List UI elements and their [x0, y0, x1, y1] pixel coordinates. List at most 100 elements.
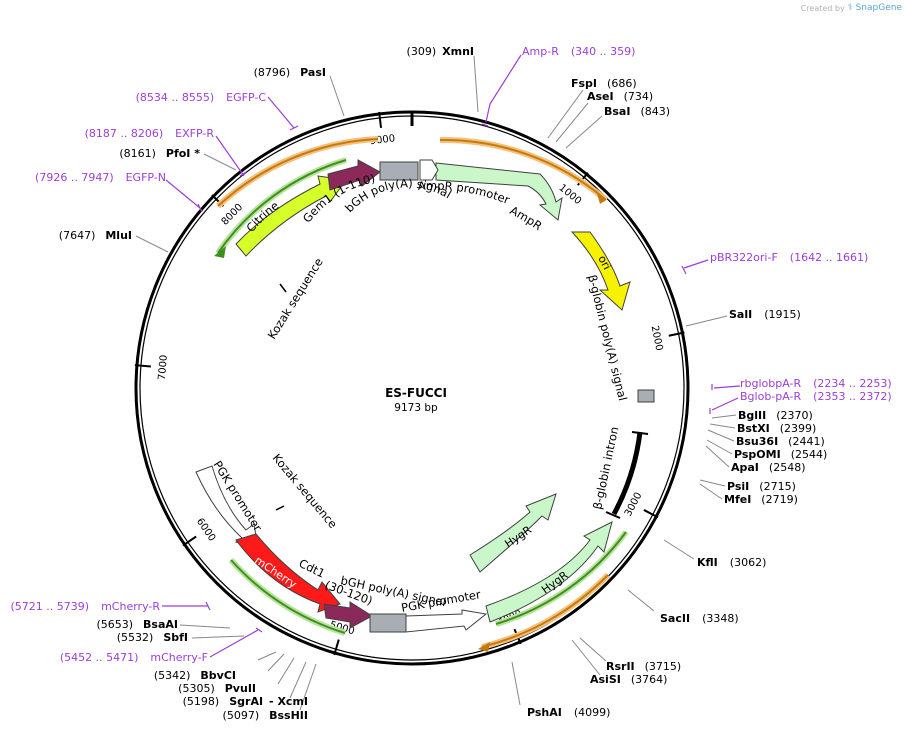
site-xmni[interactable]: (309)XmnI — [407, 45, 474, 58]
gem1-arrow[interactable] — [327, 159, 381, 191]
site-fspi[interactable]: FspI(686) — [571, 77, 637, 90]
citrine-band-line — [217, 138, 379, 207]
primer-mcherry-r[interactable]: (5721 .. 5739)mCherry-R — [11, 600, 161, 613]
tick-mark — [643, 509, 659, 519]
site-sacii[interactable]: SacII(3348) — [660, 612, 739, 625]
citrine-green-line — [217, 159, 347, 254]
pasi-leader — [329, 75, 345, 117]
tick-label: 2000 — [649, 325, 665, 352]
cdt1-label: Cdt1 — [297, 556, 328, 580]
pfoi-leader — [203, 153, 237, 171]
ampr-arrow[interactable] — [435, 162, 563, 221]
site-pfoi[interactable]: (8161)PfoI * — [119, 147, 200, 160]
tick-mark — [182, 535, 197, 547]
rbglobpa-r-leader — [711, 384, 741, 390]
hygr-green-line — [495, 531, 627, 625]
primer-egfp-n[interactable]: (7926 .. 7947)EGFP-N — [35, 171, 166, 184]
tick-label: 3000 — [623, 491, 645, 519]
bgh-polya-box-1[interactable] — [369, 613, 407, 633]
primer-rbglobpa-r[interactable]: rbglobpA-R(2234 .. 2253) — [740, 377, 892, 390]
primer-pbr322ori-f[interactable]: pBR322ori-F(1642 .. 1661) — [710, 251, 868, 264]
site-bsu36i[interactable]: Bsu36I(2441) — [736, 435, 825, 448]
primer-mcherry-f[interactable]: (5452 .. 5471)mCherry-F — [60, 651, 208, 664]
primers: Amp-R(340 .. 359) pBR322ori-F(1642 .. 16… — [11, 45, 892, 664]
snapgene-product-label: SnapGene — [855, 3, 902, 13]
tick-mark — [378, 111, 383, 128]
created-by-label: Created by — [800, 3, 845, 13]
kozak-label-1: Kozak sequence — [265, 255, 326, 341]
ampr-band-arrow — [596, 190, 606, 204]
sacii-leader — [627, 589, 655, 612]
site-sali[interactable]: SalI(1915) — [729, 308, 801, 321]
primer-amp-r[interactable]: Amp-R(340 .. 359) — [522, 45, 635, 58]
beta-globin-intron-start — [631, 431, 649, 435]
site-kfli[interactable]: KflI(3062) — [697, 556, 766, 569]
site-mlui[interactable]: (7647)MluI — [59, 229, 132, 242]
mcherry-f-leader — [209, 627, 263, 658]
kozak-marker-2 — [275, 505, 285, 511]
site-pasi[interactable]: (8796)PasI — [254, 66, 326, 79]
exfp-r-leader — [215, 135, 247, 177]
site-pvuii[interactable]: (5305)PvuII — [178, 682, 256, 695]
plasmid-length: 9173 bp — [394, 402, 438, 414]
hygr-arrow-2[interactable] — [485, 521, 613, 623]
site-cluster-2-leaders — [699, 479, 726, 500]
site-asisi[interactable]: AsiSI(3764) — [590, 673, 667, 686]
tick-label: 6000 — [194, 516, 217, 543]
snapgene-brand: Created by ⚕ SnapGene — [801, 3, 902, 13]
site-mfei[interactable]: MfeI(2719) — [724, 493, 798, 506]
asei-leader — [555, 102, 589, 143]
beta-globin-intron-label: β-globin intron — [590, 425, 621, 510]
pgk-promoter-arrow-2[interactable] — [405, 609, 488, 633]
mcherry-green-line — [230, 559, 346, 634]
hygr-orange-arrow — [478, 642, 490, 652]
ampr-promoter-arrow[interactable] — [419, 159, 439, 181]
pshai-leader — [511, 661, 521, 706]
beta-globin-polya-box[interactable] — [637, 389, 655, 403]
site-asei[interactable]: AseI(734) — [587, 90, 653, 103]
site-rsrii[interactable]: RsrII(3715) — [606, 660, 681, 673]
tick-mark — [134, 364, 151, 368]
primer-egfp-c[interactable]: (8534 .. 8555)EGFP-C — [136, 91, 267, 104]
site-bglii[interactable]: BglII(2370) — [738, 409, 813, 422]
hygr-arrow-1[interactable] — [469, 493, 557, 573]
site-psii[interactable]: PsiI(2715) — [727, 480, 796, 493]
site-bsaai[interactable]: (5653)BsaAI — [96, 618, 178, 631]
amp-r-leader — [481, 54, 522, 127]
mlui-leader — [135, 235, 169, 253]
site-apai[interactable]: ApaI(2548) — [731, 461, 805, 474]
site-pspomi[interactable]: PspOMI(2544) — [734, 448, 827, 461]
tick-mark — [333, 639, 340, 656]
site-sgrai[interactable]: (5198)SgrAI- XcmI — [183, 695, 308, 708]
site-bbvci[interactable]: (5342)BbvCI — [154, 669, 236, 682]
primer-bglob-pa-r[interactable]: Bglob-pA-R(2353 .. 2372) — [740, 390, 892, 403]
mcherry-r-leader — [162, 601, 211, 611]
ampr-label: AmpR — [508, 203, 545, 233]
site-cluster-3-leaders — [571, 637, 607, 676]
site-pshai[interactable]: PshAI(4099) — [527, 706, 610, 719]
kozak-marker-1 — [279, 283, 287, 293]
cdt1-arrow[interactable] — [323, 601, 373, 629]
hygr-orange-line — [481, 574, 609, 648]
citrine-arrow[interactable] — [235, 175, 347, 257]
snapgene-logo-icon: ⚕ — [847, 3, 853, 13]
site-sbfi[interactable]: (5532)SbfI — [117, 631, 188, 644]
ori-arrow[interactable] — [570, 231, 631, 311]
bgh-polya-box-2[interactable] — [379, 161, 419, 181]
mcherry-arrow[interactable] — [235, 533, 341, 613]
egfp-c-leader — [267, 96, 299, 131]
tick-mark — [668, 331, 685, 337]
site-cluster-4-leaders — [257, 651, 317, 711]
ampr-band-line — [439, 138, 607, 201]
site-bsai[interactable]: BsaI(843) — [604, 105, 670, 118]
site-bsshii[interactable]: (5097)BssHII — [223, 709, 308, 722]
egfp-n-leader — [165, 179, 203, 213]
tick-label: 7000 — [157, 354, 170, 380]
feature-bands — [214, 136, 649, 652]
primer-exfp-r[interactable]: (8187 .. 8206)EXFP-R — [85, 127, 215, 140]
site-bstxi[interactable]: BstXI(2399) — [737, 422, 816, 435]
kozak-label-2: Kozak sequence — [270, 451, 340, 531]
plasmid-name: ES-FUCCI — [385, 386, 447, 400]
pbr322ori-f-leader — [681, 259, 709, 275]
